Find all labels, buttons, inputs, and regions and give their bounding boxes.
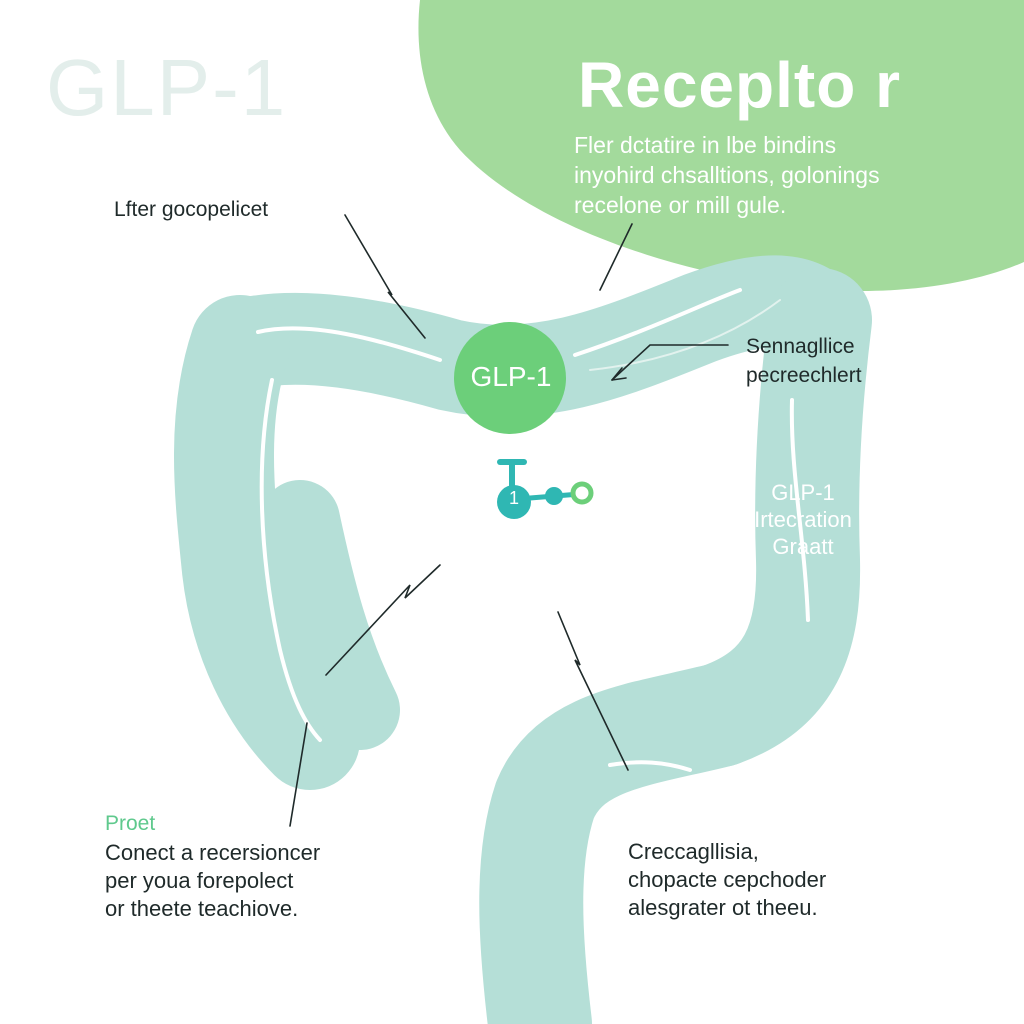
receptor-blob (418, 0, 1024, 292)
bottom-right-text-line: chopacte cepchoder (628, 867, 827, 892)
molecule-icon (497, 459, 594, 519)
intestine-highlights (256, 288, 810, 772)
receptor-description-line: inyohird chsalltions, golonings (574, 162, 880, 188)
interaction-label: Irtecration (754, 507, 852, 532)
label-right: pecreechlert (746, 364, 862, 387)
bottom-right-text-line: alesgrater ot theeu. (628, 895, 818, 920)
bottom-left-text-line: Conect a recersioncer (105, 840, 321, 865)
label-right: Sennagllice (746, 335, 855, 358)
bottom-left-heading: Proet (105, 812, 156, 835)
bottom-right-text-line: Creccagllisia, (628, 839, 759, 864)
receptor-title: Receplto r (578, 49, 901, 121)
molecule-number: 1 (508, 488, 519, 508)
interaction-label: Graatt (772, 534, 834, 559)
interaction-label: GLP-1 (771, 480, 835, 505)
receptor-description-line: Fler dctatire in lbe bindins (574, 132, 837, 158)
glp-badge (454, 322, 566, 434)
bottom-left-text-line: or theete teachiove. (105, 896, 299, 921)
label-top-left: Lfter gocopelicet (114, 198, 269, 221)
glp-badge-label: GLP-1 (470, 361, 552, 392)
pointer-lines (289, 214, 729, 827)
bottom-left-text-line: per youa forepolect (105, 868, 294, 893)
receptor-description-line: recelone or mill gule. (574, 192, 787, 218)
faded-glp-title: GLP-1 (46, 43, 288, 132)
